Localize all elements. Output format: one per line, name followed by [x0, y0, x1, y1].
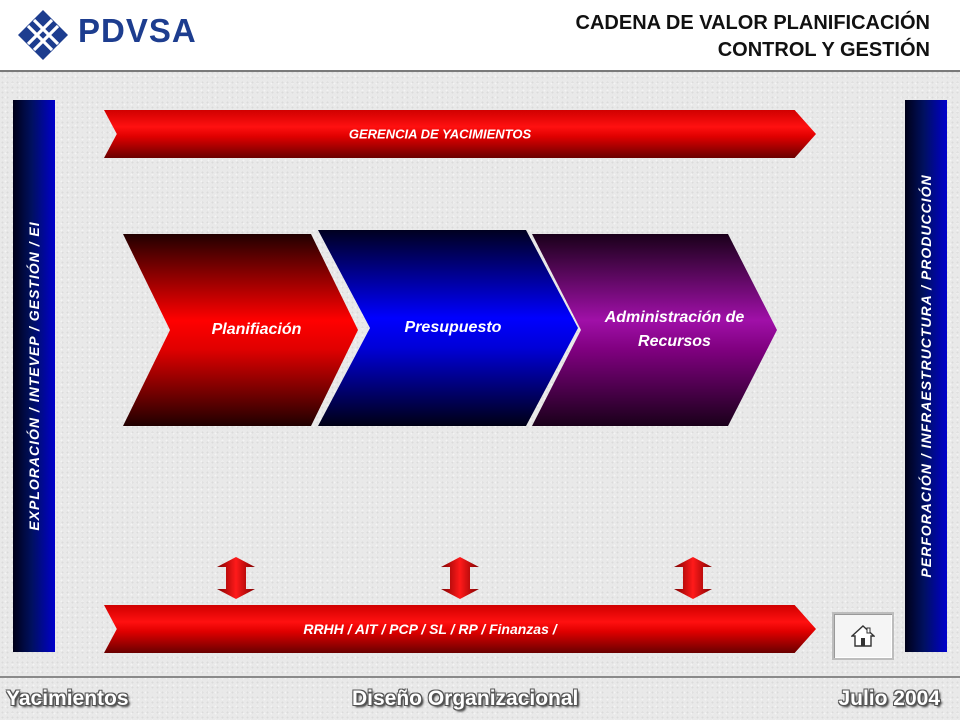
right-sidebar: PERFORACIÓN / INFRAESTRUCTURA / PRODUCCI… [905, 100, 947, 652]
title-line-2: CONTROL Y GESTIÓN [717, 39, 930, 61]
footer-center-label: Diseño Organizacional [352, 687, 579, 710]
top-banner: GERENCIA DE YACIMIENTOS [104, 110, 816, 158]
bottom-banner-label: RRHH / AIT / PCP / SL / RP / Finanzas / [303, 621, 557, 637]
chain-step-label: Planifiación [211, 321, 302, 338]
double-arrow-icon [674, 557, 712, 599]
chain-step-planificacion: Planifiación [123, 234, 358, 426]
chain-step-label: Presupuesto [404, 319, 502, 336]
home-icon [851, 625, 875, 647]
home-button[interactable] [832, 612, 894, 660]
chain-step-label: Administración de Recursos [604, 309, 745, 350]
page-title: CADENA DE VALOR PLANIFICACIÓN CONTROL Y … [576, 10, 930, 64]
title-line-1: CADENA DE VALOR PLANIFICACIÓN [575, 12, 930, 34]
double-arrow-icon [217, 557, 255, 599]
header: PDVSA CADENA DE VALOR PLANIFICACIÓN CONT… [0, 0, 960, 70]
footer-divider [0, 676, 960, 678]
brand-name: PDVSA [78, 12, 197, 49]
left-sidebar-label: EXPLORACIÓN / INTEVEP / GESTIÓN / EI [26, 221, 42, 531]
header-divider [0, 70, 960, 72]
footer-date-label: Julio 2004 [838, 687, 940, 710]
right-sidebar-label: PERFORACIÓN / INFRAESTRUCTURA / PRODUCCI… [918, 174, 934, 578]
top-banner-label: GERENCIA DE YACIMIENTOS [348, 126, 532, 142]
left-sidebar: EXPLORACIÓN / INTEVEP / GESTIÓN / EI [13, 100, 55, 652]
bottom-banner: RRHH / AIT / PCP / SL / RP / Finanzas / [104, 605, 816, 653]
double-arrow-icon [441, 557, 479, 599]
footer-left-label: Yacimientos [6, 687, 129, 710]
pdvsa-logo [18, 10, 68, 60]
